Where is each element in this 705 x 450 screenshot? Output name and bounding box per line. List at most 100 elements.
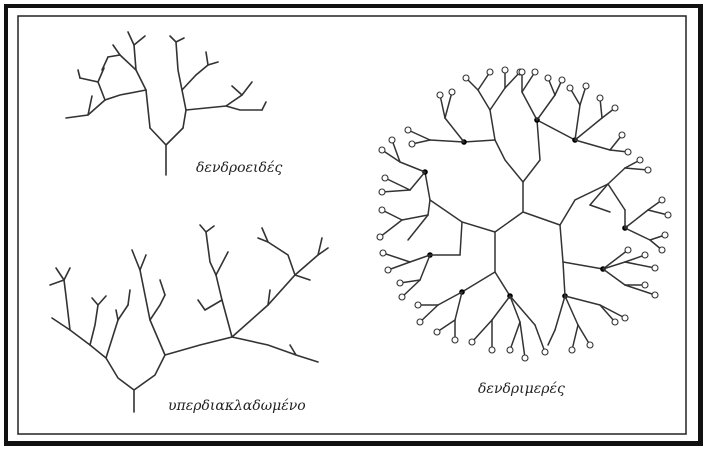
dendrimer-bond — [603, 269, 625, 285]
end-group — [519, 69, 525, 75]
dendrimer-bond — [555, 296, 565, 330]
dendrimer-bond — [603, 250, 628, 269]
dendrimer-bond — [383, 253, 410, 262]
dendrimer-bond — [537, 120, 575, 140]
dendrimer-bond — [385, 178, 410, 190]
dendroid-caption: δενδροειδές — [196, 160, 282, 176]
end-group — [652, 265, 658, 271]
dendrimer-bond — [382, 190, 410, 192]
dendroid-structure — [66, 32, 266, 175]
dendrimer-bond — [603, 262, 625, 269]
end-group — [622, 315, 628, 321]
dendrimer-bond — [565, 296, 600, 305]
dendrimer-bond — [438, 292, 462, 305]
dendrimer-caption: δενδριμερές — [478, 381, 565, 397]
dendrimer-bond — [625, 262, 655, 268]
end-group — [379, 147, 385, 153]
end-group — [532, 69, 538, 75]
end-group — [569, 347, 575, 353]
hyperbranched-caption: υπερδιακλαδωμένο — [168, 398, 306, 414]
dendrimer-bond — [625, 210, 648, 228]
dendrimer-bond — [608, 184, 625, 210]
end-group — [542, 349, 548, 355]
end-group — [389, 137, 395, 143]
dendrimer-bond — [490, 88, 505, 110]
end-group — [619, 132, 625, 138]
end-group — [417, 319, 423, 325]
dendrimer-bond — [522, 72, 535, 92]
end-group — [652, 292, 658, 298]
hyperbranched-structure — [50, 225, 328, 412]
dendrimer-bond — [445, 92, 452, 118]
dendrimer-bond — [430, 140, 464, 142]
end-group — [583, 83, 589, 89]
dendrimer-bond — [464, 140, 495, 142]
dendrimer-bond — [572, 325, 578, 350]
dendrimer-bond — [472, 320, 492, 342]
end-group — [559, 77, 565, 83]
end-group — [449, 89, 455, 95]
dendrimer-bond — [537, 95, 555, 120]
end-group — [487, 69, 493, 75]
end-group — [409, 141, 415, 147]
inner-border — [18, 16, 686, 434]
end-group — [463, 75, 469, 81]
end-group — [659, 197, 665, 203]
end-group — [382, 175, 388, 181]
end-group — [625, 149, 631, 155]
dendrimer-bond — [548, 330, 555, 345]
end-group — [612, 319, 618, 325]
dendrimer-bond — [575, 105, 580, 140]
dendrimer-bond — [565, 296, 578, 325]
dendrimer-bond — [625, 228, 650, 240]
end-group — [662, 232, 668, 238]
dendrimer-bond — [478, 90, 490, 110]
end-group — [415, 302, 421, 308]
dendrimer-bond — [510, 322, 520, 350]
dendrimer-bond — [522, 92, 537, 120]
end-group — [399, 294, 405, 300]
end-group — [379, 189, 385, 195]
end-group — [597, 95, 603, 101]
end-group — [567, 85, 573, 91]
dendrimer-bond — [563, 262, 565, 296]
dendrimer-bond — [590, 205, 610, 212]
end-group — [587, 342, 593, 348]
end-group — [665, 212, 671, 218]
end-group — [385, 267, 391, 273]
dendrimer-bond — [408, 130, 430, 140]
dendrimer-bond — [400, 162, 425, 172]
end-group — [405, 127, 411, 133]
end-group — [469, 339, 475, 345]
dendrimer-bond — [455, 292, 462, 320]
end-group — [502, 67, 508, 73]
dendrimer-bond — [535, 325, 545, 352]
end-group — [489, 347, 495, 353]
end-group — [377, 234, 383, 240]
dendrimer-bond — [445, 118, 464, 142]
end-group — [522, 355, 528, 361]
end-group — [452, 337, 458, 343]
dendrimer-bond — [380, 220, 402, 237]
end-group — [642, 252, 648, 258]
dendrimer-bond — [490, 110, 495, 140]
end-group — [507, 347, 513, 353]
end-group — [397, 280, 403, 286]
dendrimer-bond — [425, 172, 430, 200]
dendrimer-bond — [575, 118, 602, 140]
end-group — [637, 157, 643, 163]
dendrimer-bond — [625, 285, 655, 295]
end-group — [645, 167, 651, 173]
dendrimer-bond — [510, 296, 520, 322]
dendrimer-bond — [608, 168, 625, 184]
dendrimer-bond — [460, 222, 462, 255]
dendrimer-bond — [410, 172, 425, 190]
dendrimer-structure — [377, 67, 671, 361]
end-group — [545, 75, 551, 81]
end-group — [642, 282, 648, 288]
dendrimer-bond — [520, 322, 525, 358]
end-group — [659, 247, 665, 253]
dendrimer-bond — [590, 184, 608, 205]
dendrimer-bond — [492, 296, 510, 320]
